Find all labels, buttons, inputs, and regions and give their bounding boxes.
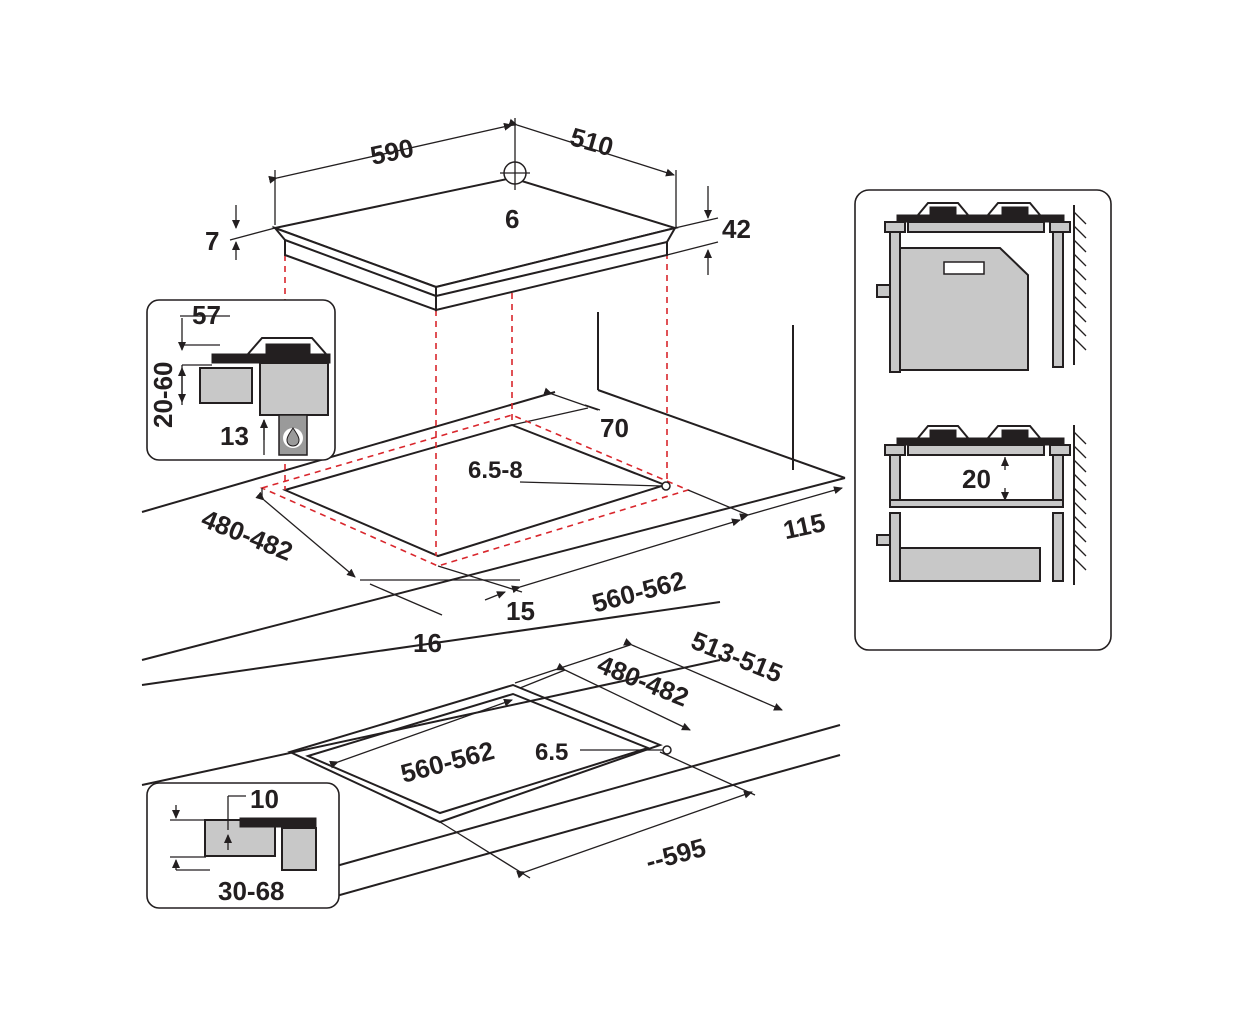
dim-42-label: 42 (722, 214, 751, 244)
dim-7: 7 (205, 205, 276, 260)
dim-115-label: 115 (781, 507, 828, 545)
dim-560-562-mid-label: 560-562 (589, 565, 689, 619)
dim-70: 70 (543, 387, 629, 443)
dim-480-482-lower-label: 480-482 (593, 649, 693, 713)
dim-590-label: 590 (368, 132, 417, 170)
inset-bottom-left: 10 30-68 (146, 782, 340, 909)
dim-560-562-mid: 560-562 (437, 489, 749, 619)
dim-480-482-mid: 480-482 (197, 488, 356, 578)
dim-15: 15 (360, 579, 535, 626)
dim-560-562-lower-label: 560-562 (397, 735, 497, 789)
dim-480-482-mid-label: 480-482 (197, 503, 297, 567)
gas-flame-icon (283, 427, 303, 448)
dim-20-label: 20 (962, 464, 991, 494)
hob-top (271, 118, 679, 312)
inset-top-left: 57 20-60 13 (146, 299, 336, 461)
countertop-upper (141, 312, 846, 686)
dim-42: 42 (666, 186, 751, 275)
dim-595-label: --595 (642, 832, 708, 877)
dim-10-label: 10 (250, 784, 279, 814)
dim-7-label: 7 (205, 226, 219, 256)
dim-6-5-8-label: 6.5-8 (468, 457, 523, 484)
dim-513-515-label: 513-515 (687, 625, 787, 689)
dim-70-label: 70 (600, 413, 629, 443)
wall-bottom (1073, 425, 1087, 585)
dim-6-5-8: 6.5-8 (468, 457, 671, 491)
dim-510-label: 510 (567, 121, 617, 162)
dim-20-60-label: 20-60 (148, 362, 178, 429)
dim-115: 115 (739, 486, 843, 545)
wall-top (1073, 205, 1087, 365)
dim-15-label: 15 (506, 596, 535, 626)
dim-595: --595 (439, 751, 756, 879)
dim-6-5-lower-label: 6.5 (535, 739, 568, 766)
dim-480-482-lower: 480-482 (519, 649, 693, 731)
dim-16: 16 (369, 583, 443, 658)
dim-16-label: 16 (413, 628, 442, 658)
dim-6-label: 6 (505, 204, 519, 234)
dim-6-5-lower: 6.5 (535, 739, 672, 766)
dim-560-562-lower: 560-562 (329, 698, 513, 789)
dim-30-68-label: 30-68 (218, 876, 285, 906)
dim-13-label: 13 (220, 421, 249, 451)
dim-57-label: 57 (192, 300, 221, 330)
inset-right: 20 (854, 189, 1112, 651)
